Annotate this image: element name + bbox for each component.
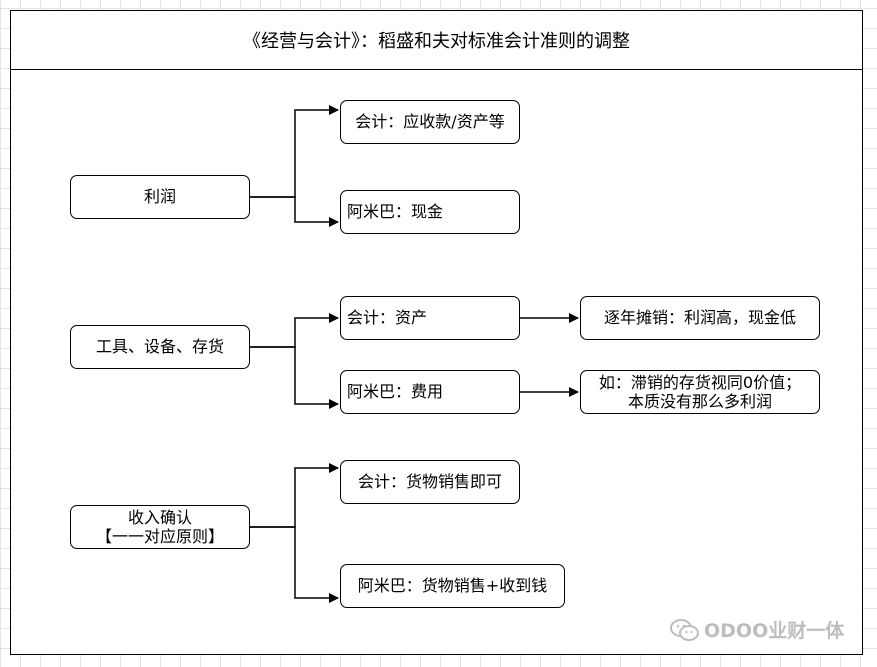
node-revenue-line1: 收入确认: [127, 507, 192, 527]
node-assets-accounting: 会计：资产: [340, 296, 520, 340]
node-profit-amoeba: 阿米巴：现金: [340, 190, 520, 234]
node-accounting-result-label: 逐年摊销：利润高，现金低: [603, 308, 796, 328]
node-assets-accounting-label: 会计：资产: [347, 308, 428, 328]
watermark: ODOO业财一体: [670, 616, 844, 643]
node-amoeba-result: 如：滞销的存货视同0价值； 本质没有那么多利润: [580, 370, 820, 414]
node-revenue-accounting-label: 会计：货物销售即可: [357, 472, 502, 492]
node-assets: 工具、设备、存货: [70, 325, 250, 369]
connector-profit-amoeba: [250, 196, 339, 227]
node-assets-amoeba: 阿米巴：费用: [340, 370, 520, 414]
node-revenue: 收入确认 【一一对应原则】: [70, 505, 250, 549]
node-profit: 利润: [70, 175, 250, 219]
connector-revenue-accounting: [250, 463, 339, 528]
connector-assets-accounting: [250, 313, 339, 348]
node-profit-accounting-label: 会计：应收款/资产等: [355, 112, 505, 132]
node-accounting-result: 逐年摊销：利润高，现金低: [580, 296, 820, 340]
node-revenue-amoeba-label: 阿米巴：货物销售+收到钱: [357, 576, 548, 596]
node-amoeba-result-line1: 如：滞销的存货视同0价值；: [598, 372, 802, 392]
wechat-icon: [670, 618, 699, 641]
node-assets-amoeba-label: 阿米巴：费用: [347, 382, 444, 402]
node-amoeba-result-line2: 本质没有那么多利润: [627, 392, 772, 411]
node-revenue-line2: 【一一对应原则】: [95, 527, 224, 546]
diagram-title: 《经营与会计》：稻盛和夫对标准会计准则的调整: [10, 10, 863, 70]
node-profit-amoeba-label: 阿米巴：现金: [347, 202, 444, 222]
node-assets-label: 工具、设备、存货: [95, 337, 224, 357]
connector-assets-amoeba: [250, 346, 339, 409]
connector-profit-accounting: [250, 105, 339, 198]
watermark-text: ODOO业财一体: [704, 620, 845, 642]
connector-revenue-amoeba: [250, 526, 339, 603]
node-profit-accounting: 会计：应收款/资产等: [340, 100, 520, 144]
node-profit-label: 利润: [143, 187, 176, 207]
node-revenue-amoeba: 阿米巴：货物销售+收到钱: [340, 564, 565, 608]
node-revenue-accounting: 会计：货物销售即可: [340, 460, 520, 504]
